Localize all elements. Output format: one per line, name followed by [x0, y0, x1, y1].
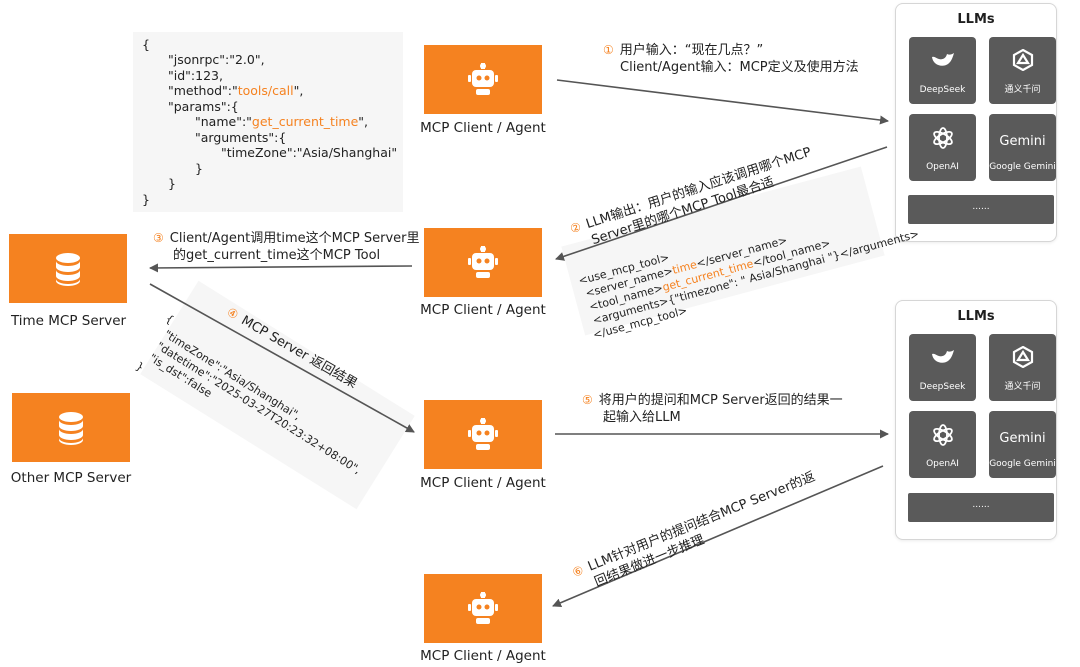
llm-panel: LLMs DeepSeek 通义千问 OpenAI Gemini Google …: [895, 3, 1057, 242]
openai-icon: [909, 423, 976, 452]
code-line: }: [195, 161, 203, 176]
code-line: "params":{: [168, 99, 239, 114]
tool-name-value: get_current_time: [251, 114, 359, 129]
jsonrpc-request-code: { "jsonrpc":"2.0", "id":123, "method":"t…: [133, 32, 403, 212]
gemini-icon: Gemini: [999, 134, 1046, 149]
llm-panel-title: LLMs: [957, 309, 995, 324]
agent-box: [424, 574, 542, 643]
qwen-icon: [989, 48, 1056, 76]
robot-icon: [468, 417, 498, 450]
agent-box: [424, 400, 542, 469]
llm-more: ......: [908, 195, 1054, 224]
code-line: "jsonrpc":"2.0",: [168, 52, 265, 67]
llm-tile-gemini: Gemini Google Gemini: [989, 411, 1056, 478]
gemini-icon: Gemini: [999, 431, 1046, 446]
code-line: }: [142, 192, 150, 207]
deepseek-whale-icon: [909, 49, 976, 74]
agent-box: [424, 228, 542, 297]
arrow-step-3: [149, 263, 413, 273]
agent-label: MCP Client / Agent: [420, 302, 546, 318]
code-line: {: [142, 37, 150, 52]
agent-box: [424, 45, 542, 114]
arrow-step-4: [149, 283, 415, 433]
llm-more: ......: [908, 493, 1054, 522]
llm-tile-openai: OpenAI: [909, 411, 976, 478]
code-line: "timeZone":"Asia/Shanghai": [221, 145, 398, 160]
agent-label: MCP Client / Agent: [420, 120, 546, 136]
llm-panel: LLMs DeepSeek 通义千问 OpenAI Gemini Google …: [895, 300, 1057, 540]
code-line: "id":123,: [168, 68, 223, 83]
llm-tile-qwen: 通义千问: [989, 334, 1056, 401]
llm-tile-openai: OpenAI: [909, 114, 976, 181]
database-icon: [59, 411, 83, 445]
database-icon: [56, 252, 80, 286]
robot-icon: [468, 591, 498, 624]
robot-icon: [468, 62, 498, 95]
time-mcp-server-box: [9, 234, 127, 303]
llm-panel-title: LLMs: [957, 12, 995, 27]
method-value: tools/call: [237, 83, 294, 98]
server-label: Other MCP Server: [10, 470, 132, 486]
llm-tile-qwen: 通义千问: [989, 37, 1056, 104]
deepseek-whale-icon: [909, 346, 976, 371]
code-line: }: [168, 176, 176, 191]
robot-icon: [468, 245, 498, 278]
openai-icon: [909, 126, 976, 155]
llm-tile-deepseek: DeepSeek: [909, 37, 976, 104]
llm-tile-deepseek: DeepSeek: [909, 334, 976, 401]
llm-tile-gemini: Gemini Google Gemini: [989, 114, 1056, 181]
code-line: "name":"get_current_time",: [195, 114, 369, 129]
code-line: "arguments":{: [195, 130, 287, 145]
server-label: Time MCP Server: [10, 313, 127, 329]
arrow-step-2: [555, 146, 888, 261]
arrow-step-1: [556, 79, 889, 125]
other-mcp-server-box: [12, 393, 130, 462]
arrow-step-6: [552, 465, 884, 608]
agent-label: MCP Client / Agent: [420, 648, 546, 664]
code-line: "method":"tools/call",: [168, 83, 304, 98]
agent-label: MCP Client / Agent: [420, 475, 546, 491]
qwen-icon: [989, 345, 1056, 373]
